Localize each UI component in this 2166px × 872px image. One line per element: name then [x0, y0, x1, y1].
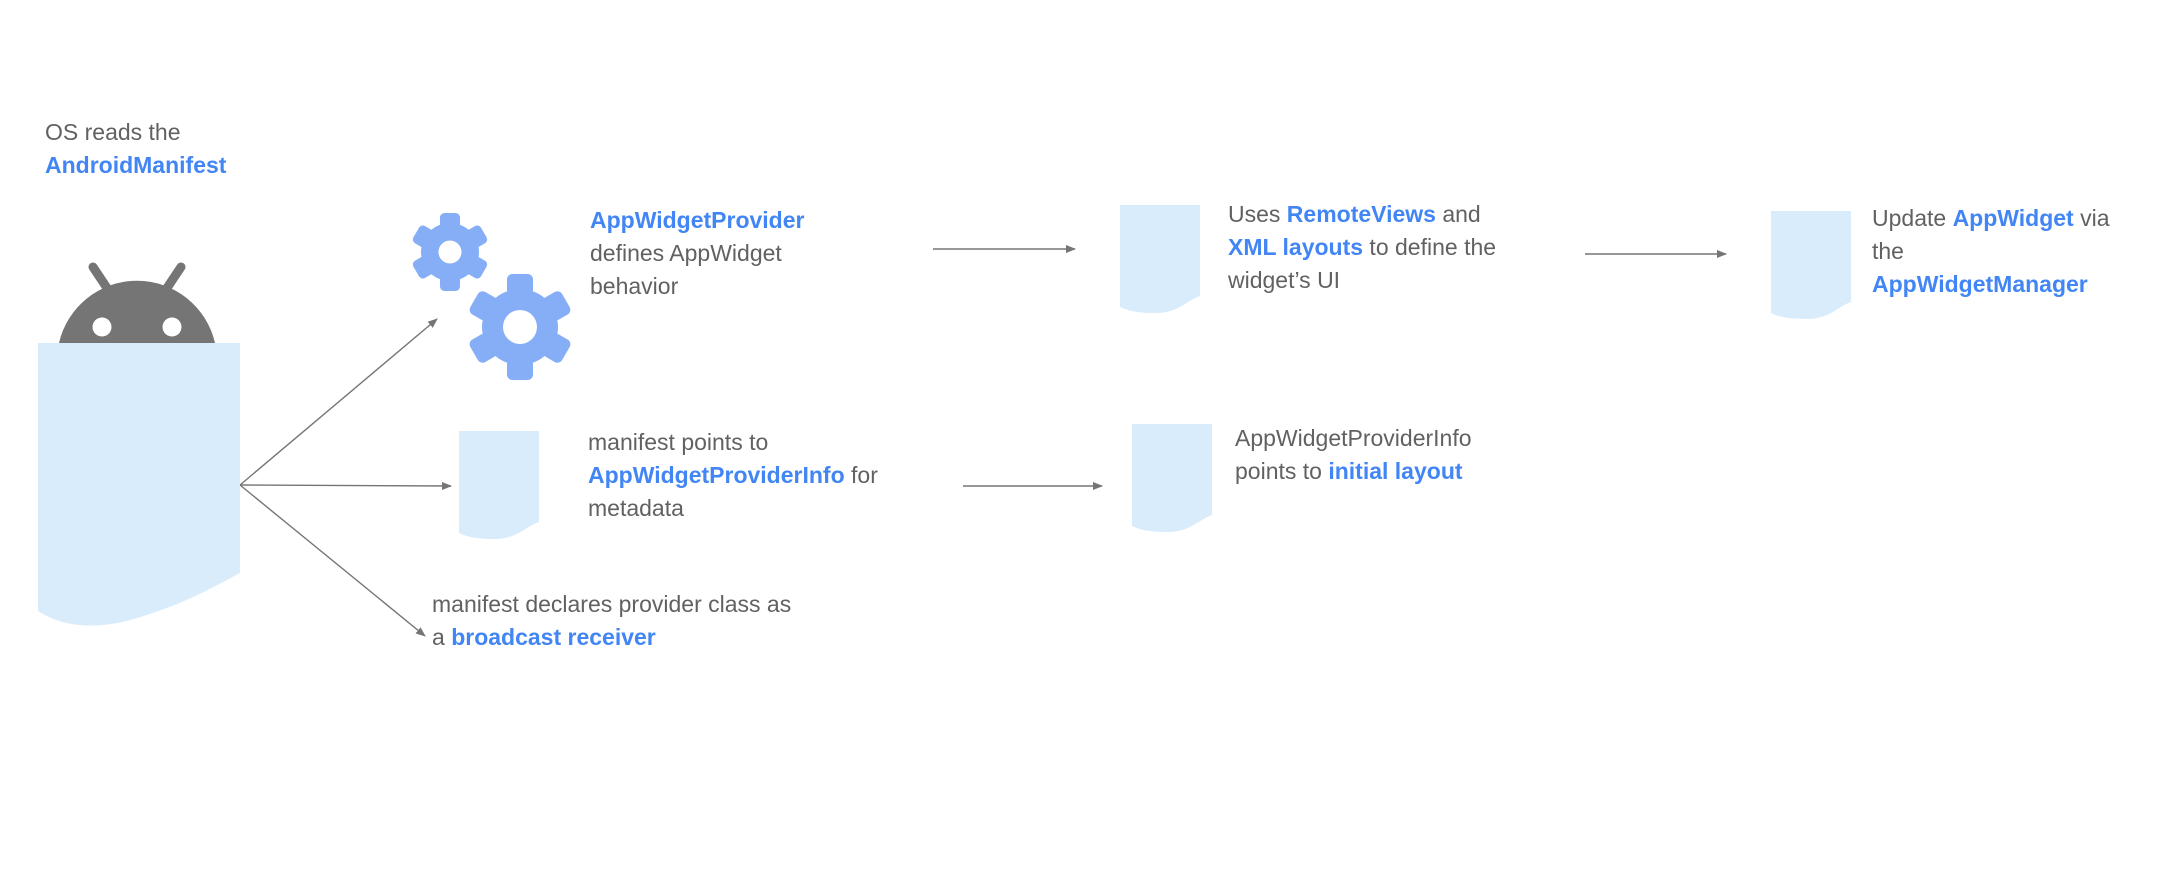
text-segment: the: [1872, 238, 1904, 264]
text-segment: manifest declares provider class as: [432, 591, 792, 617]
android-robot-icon: [59, 262, 215, 343]
text-segment: metadata: [588, 495, 684, 521]
text-segment: widget’s UI: [1228, 267, 1341, 293]
text-segment: for: [844, 462, 878, 488]
label-appwidgetprovider-behavior: AppWidgetProvider defines AppWidget behavi…: [590, 204, 804, 303]
document-icon: [459, 431, 539, 539]
text-segment: OS reads the: [45, 119, 181, 145]
text-segment: points to: [1235, 458, 1329, 484]
link-remoteviews[interactable]: RemoteViews: [1286, 201, 1436, 227]
text-segment: to define the: [1363, 234, 1497, 260]
link-appwidgetprovider[interactable]: AppWidgetProvider: [590, 207, 805, 233]
text-segment: manifest points to: [588, 429, 769, 455]
gear-icon-small: [412, 213, 488, 291]
arrow-manifest-to-gears: [239, 318, 438, 486]
link-appwidgetmanager[interactable]: AppWidgetManager: [1872, 271, 2088, 297]
gears-icon: [412, 213, 571, 380]
link-appwidgetproviderinfo[interactable]: AppWidgetProviderInfo: [588, 462, 845, 488]
text-segment: via: [2073, 205, 2110, 231]
document-icon: [1120, 205, 1200, 313]
arrow-manifest-to-broadcast-receiver: [239, 484, 426, 637]
text-segment: Uses: [1228, 201, 1287, 227]
link-androidmanifest[interactable]: AndroidManifest: [45, 152, 227, 178]
manifest-document-icon: [38, 343, 240, 626]
text-segment: behavior: [590, 273, 679, 299]
text-segment: and: [1435, 201, 1481, 227]
link-broadcast-receiver[interactable]: broadcast receiver: [451, 624, 656, 650]
label-providerinfo-initial-layout: AppWidgetProviderInfo points to initial l…: [1235, 422, 1472, 488]
label-broadcast-receiver: manifest declares provider class as a bro…: [432, 588, 791, 654]
link-appwidget[interactable]: AppWidget: [1952, 205, 2074, 231]
link-initial-layout[interactable]: initial layout: [1328, 458, 1463, 484]
arrow-manifest-to-providerinfo: [239, 481, 452, 490]
gear-icon-large: [469, 274, 571, 380]
document-icon: [1132, 424, 1212, 532]
document-icon: [1771, 211, 1851, 319]
text-segment: AppWidgetProviderInfo: [1235, 425, 1472, 451]
text-segment: a: [432, 624, 452, 650]
text-segment: defines AppWidget: [590, 240, 782, 266]
link-xml-layouts[interactable]: XML layouts: [1228, 234, 1364, 260]
text-segment: Update: [1872, 205, 1953, 231]
